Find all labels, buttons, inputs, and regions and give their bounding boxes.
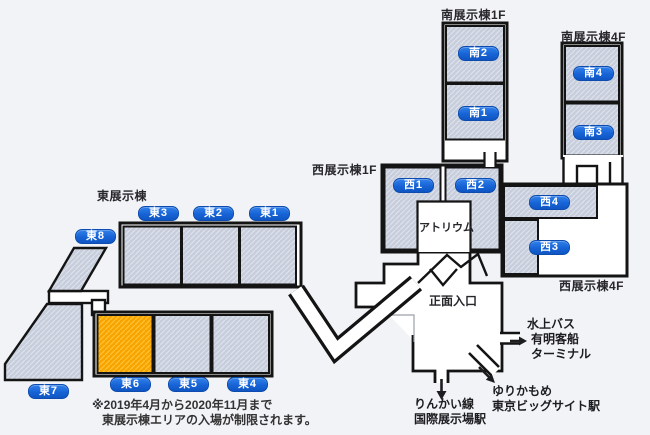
hall-button-east-2[interactable]: 東2	[193, 206, 234, 221]
hall-button-east-3[interactable]: 東3	[138, 206, 179, 221]
south-1f-label: 南展示棟1F	[441, 8, 507, 22]
hall-east-7	[3, 302, 84, 382]
hall-button-east-1[interactable]: 東1	[249, 206, 290, 221]
water-bus-exit-walls	[500, 331, 520, 345]
hall-button-south-2[interactable]: 南2	[458, 46, 499, 61]
restriction-notice-line1: ※2019年4月から2020年11月まで	[92, 398, 273, 412]
plaza-border-bottom-left	[411, 335, 437, 383]
rinkai-destination: りんかい線 国際展示場駅	[414, 397, 486, 427]
hall-button-east-8[interactable]: 東8	[75, 229, 116, 244]
south-west-corridor	[483, 150, 497, 167]
plaza-border-left	[354, 252, 420, 309]
west-4f-label: 西展示棟4F	[559, 279, 625, 293]
hall-east-8	[46, 246, 109, 293]
south-west-4f-corridor-walls	[562, 157, 624, 185]
atrium-area	[416, 200, 472, 252]
plaza-border-bottom-right	[446, 343, 504, 383]
galleria-corridor	[290, 278, 421, 360]
hall-button-south-3[interactable]: 南3	[573, 125, 614, 140]
east-building-label: 東展示棟	[97, 189, 148, 203]
hall-east-2	[181, 225, 240, 286]
entrance-canopy-notch	[429, 268, 458, 287]
hall-button-west-1[interactable]: 西1	[393, 178, 434, 193]
hall-button-east-4[interactable]: 東4	[227, 377, 268, 392]
water-bus-exit-passage	[499, 334, 520, 343]
yurikamome-arrow-icon	[478, 366, 495, 383]
yurikamome-line2: 東京ビッグサイト駅	[492, 399, 601, 413]
atrium-label: アトリウム	[419, 222, 474, 234]
hall-button-east-7[interactable]: 東7	[28, 384, 69, 399]
yurikamome-destination: ゆりかもめ 東京ビッグサイト駅	[492, 384, 600, 414]
rinkai-line2: 国際展示場駅	[414, 412, 487, 426]
hall-button-west-2[interactable]: 西2	[455, 178, 496, 193]
yurikamome-exit-walls	[468, 344, 500, 376]
stair-block	[575, 164, 599, 186]
hall-button-east-5[interactable]: 東5	[168, 377, 209, 392]
water-bus-arrow-icon	[510, 336, 527, 346]
water-bus-line3: ターミナル	[531, 347, 592, 361]
hall-button-south-1[interactable]: 南1	[458, 106, 499, 121]
hall-button-east-6[interactable]: 東6	[110, 377, 151, 392]
hall-button-west-3[interactable]: 西3	[529, 240, 570, 255]
rinkai-line1: りんかい線	[414, 397, 475, 411]
water-bus-line1: 水上バス	[527, 317, 576, 331]
water-bus-destination: 水上バス 有明客船 ターミナル	[527, 317, 591, 362]
yurikamome-line1: ゆりかもめ	[492, 384, 553, 398]
hall-east-6-highlighted	[96, 314, 154, 374]
south-west-corridor-walls	[483, 152, 497, 167]
hall-east-4	[211, 314, 270, 374]
main-entrance-label: 正面入口	[429, 294, 478, 308]
west-1f-label: 西展示棟1F	[312, 163, 378, 177]
plaza-interior-line	[389, 314, 415, 342]
south-4f-label: 南展示棟4F	[561, 30, 627, 44]
hall-button-south-4[interactable]: 南4	[573, 66, 614, 81]
hall-east-1	[239, 225, 297, 286]
hall-east-3	[122, 225, 182, 286]
restriction-notice-line2: 東展示棟エリアの入場が制限されます。	[102, 413, 317, 427]
yurikamome-exit-passage	[468, 344, 500, 376]
water-bus-line2: 有明客船	[531, 332, 580, 346]
entrance-canopy-zigzag	[417, 252, 489, 284]
restriction-notice: ※2019年4月から2020年11月まで 東展示棟エリアの入場が制限されます。	[92, 398, 317, 428]
hall-east-5	[153, 314, 212, 374]
entrance-plaza	[356, 250, 502, 383]
rinkai-arrow-icon	[436, 379, 447, 400]
hall-button-west-4[interactable]: 西4	[529, 195, 570, 210]
plaza-border-right	[468, 250, 504, 333]
